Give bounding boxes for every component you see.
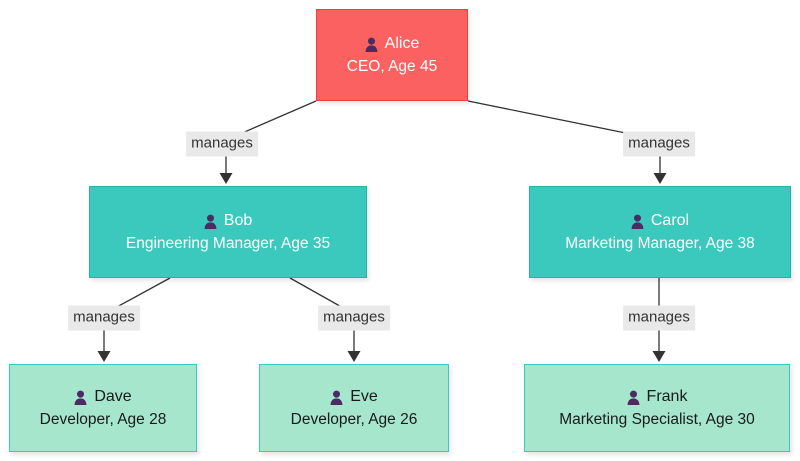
edge-label-alice-carol: manages <box>623 131 695 157</box>
arrowhead-bob-dave <box>97 351 111 362</box>
node-name: Frank <box>646 387 688 405</box>
node-name: Bob <box>223 211 253 229</box>
edge-label-bob-dave: manages <box>68 305 140 331</box>
person-icon <box>365 37 378 53</box>
node-name: Dave <box>94 387 132 405</box>
arrowhead-alice-bob <box>219 173 233 184</box>
edge-label-alice-bob: manages <box>186 131 258 157</box>
node-subtitle: Developer, Age 26 <box>290 410 418 428</box>
arrowhead-bob-eve <box>347 351 361 362</box>
node-name: Carol <box>650 211 690 229</box>
node-subtitle: Developer, Age 28 <box>39 410 167 428</box>
person-icon <box>74 390 87 406</box>
person-icon <box>330 390 343 406</box>
arrowhead-alice-carol <box>653 173 667 184</box>
arrowhead-carol-frank <box>652 351 666 362</box>
node-subtitle: Marketing Manager, Age 38 <box>565 234 755 252</box>
node-name-row: Dave <box>74 387 132 407</box>
node-name-row: Bob <box>204 211 252 231</box>
node-name-row: Carol <box>631 211 689 231</box>
node-name: Alice <box>384 34 420 52</box>
node-name-row: Alice <box>365 34 420 54</box>
node-subtitle: Engineering Manager, Age 35 <box>125 234 331 252</box>
node-name: Eve <box>350 387 378 405</box>
person-icon <box>627 390 640 406</box>
person-icon <box>204 214 217 230</box>
edge-label-bob-eve: manages <box>318 305 390 331</box>
node-subtitle: Marketing Specialist, Age 30 <box>559 410 755 428</box>
person-icon <box>631 214 644 230</box>
edge-label-carol-frank: manages <box>623 305 695 331</box>
node-name-row: Frank <box>627 387 688 407</box>
node-name-row: Eve <box>330 387 378 407</box>
node-subtitle: CEO, Age 45 <box>346 57 438 75</box>
